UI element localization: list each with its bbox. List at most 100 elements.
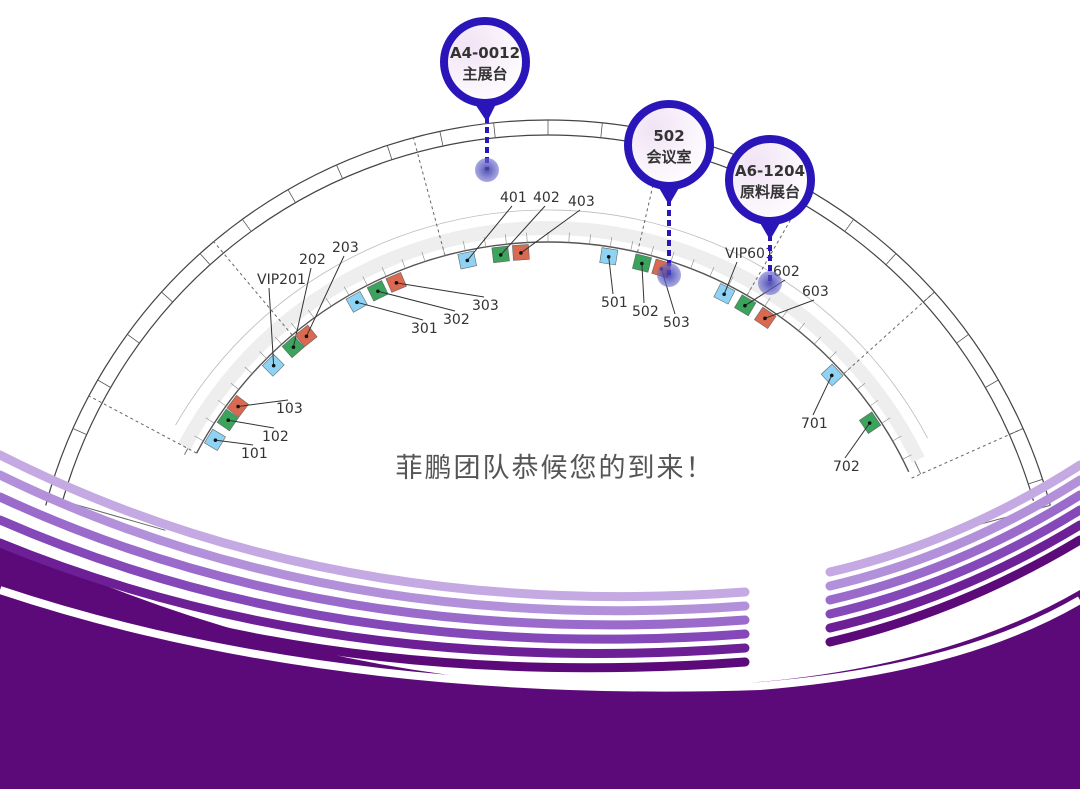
booth-dot [519, 251, 523, 255]
booth-leader-line [238, 399, 289, 407]
booth-leader-line [500, 205, 546, 256]
stall-wall [814, 336, 822, 345]
booth-leader-line [306, 255, 345, 337]
stall-wall [230, 383, 239, 390]
wave-stripe-right [825, 520, 1080, 633]
wave-stripe-right [825, 535, 1080, 647]
wave-stripe-left [0, 492, 750, 630]
room-wall [127, 334, 140, 344]
room-wall [72, 428, 87, 435]
location-dot-icon [657, 263, 681, 287]
location-dot-icon [475, 158, 499, 182]
stall-wall [442, 245, 446, 256]
booth-label: VIP601 [725, 246, 774, 262]
booth-leader-line [268, 287, 275, 366]
wave-stripe-right [825, 505, 1080, 619]
booth-dot [236, 404, 240, 409]
room-wall [844, 219, 854, 232]
booth-label: 402 [533, 190, 560, 206]
wall-divider [88, 395, 197, 454]
pin-name: 主展台 [462, 65, 507, 83]
booth-label: 501 [601, 295, 628, 311]
booth-label: 203 [332, 240, 359, 256]
stall-wall [746, 286, 753, 296]
booth-dot [271, 363, 276, 368]
room-wall [985, 379, 999, 388]
booth-label: 301 [411, 321, 438, 337]
stall-wall [568, 232, 570, 243]
wall-divider [843, 291, 935, 375]
stall-wall [829, 351, 837, 359]
room-wall [885, 253, 897, 265]
booth-dot [355, 300, 359, 305]
wall-divider [746, 189, 809, 296]
stall-wall [291, 322, 298, 331]
wave-stripe-left [0, 470, 750, 616]
booth-dot [304, 334, 309, 339]
purple-base [0, 540, 1080, 789]
stall-wall [401, 258, 406, 269]
wave-stripe-left [0, 561, 750, 673]
pin-code: A4-0012 [450, 44, 520, 62]
booth-label: 603 [802, 284, 829, 300]
booth-dot [291, 345, 296, 349]
room-wall [199, 253, 211, 265]
booth-leader-line [215, 439, 254, 446]
room-wall [493, 122, 496, 138]
stall-wall [259, 351, 267, 359]
booth-leader-line [812, 375, 833, 416]
booth-label: 102 [262, 429, 289, 445]
wave-stripe-right [825, 475, 1080, 591]
stall-wall [505, 234, 507, 245]
purple-wave-decoration [0, 450, 1080, 789]
stall-wall [630, 240, 634, 251]
room-wall [161, 291, 173, 303]
stall-wall [217, 399, 227, 407]
booth-leader-line [844, 422, 871, 459]
stall-wall [781, 309, 789, 319]
booth-leader-line [723, 261, 738, 295]
stall-wall [798, 322, 805, 331]
stall-wall [362, 276, 368, 286]
wave-stripe-right [825, 460, 1080, 577]
booth-dot [640, 261, 644, 266]
stall-wall [307, 309, 315, 319]
booth-dot [226, 418, 231, 423]
welcome-slogan: 菲鹏团队恭候您的到来！ [395, 453, 715, 484]
stall-wall [670, 251, 675, 262]
booth-label: 303 [472, 298, 499, 314]
stall-wall [881, 417, 891, 424]
booth-leader-line [466, 205, 513, 261]
booth-leader-line [377, 290, 456, 312]
booth-leader-line [396, 282, 485, 298]
wall-divider [911, 428, 1024, 479]
booth-leader-line [228, 419, 275, 429]
pin-name: 会议室 [646, 148, 691, 166]
wall-divider [213, 241, 293, 336]
stall-wall [274, 336, 282, 345]
booth-dot [394, 281, 399, 285]
wall-divider [637, 133, 666, 253]
room-wall [336, 164, 343, 179]
stall-wall [421, 251, 426, 262]
room-wall [1009, 428, 1024, 435]
booth-label: 401 [500, 190, 527, 206]
stall-wall [690, 258, 695, 269]
booth-dot [213, 438, 218, 442]
room-wall [439, 131, 444, 147]
booth-label: 503 [663, 315, 690, 331]
booth-dot [743, 303, 747, 308]
booth-dot [867, 421, 872, 425]
stall-wall [857, 383, 866, 390]
stall-wall [194, 435, 204, 442]
wave-stripe-right [825, 490, 1080, 605]
room-wall [956, 334, 969, 344]
stall-wall [709, 267, 715, 277]
booth-dot [498, 253, 503, 257]
stall-wall [902, 454, 912, 460]
stall-wall [843, 366, 852, 374]
